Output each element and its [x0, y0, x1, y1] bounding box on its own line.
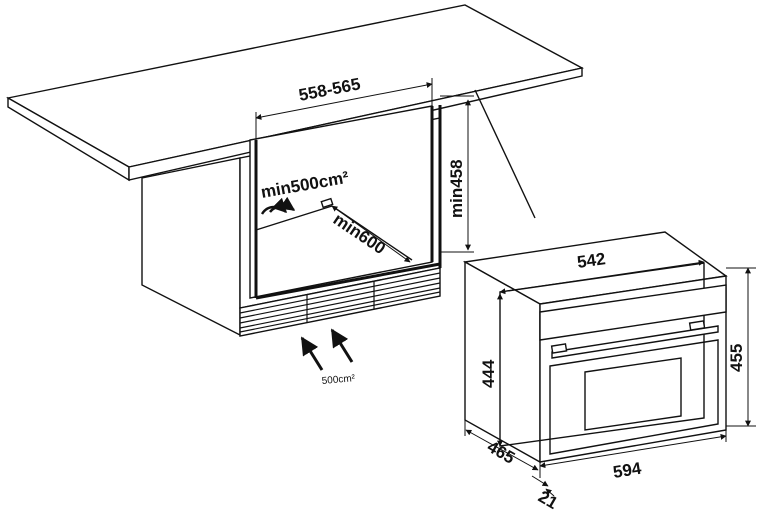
oven-frame-depth-label: 21 [535, 487, 561, 513]
oven-dimension-lines [464, 259, 756, 497]
plinth-vent [239, 267, 441, 337]
plinth-airflow-arrows [300, 328, 354, 371]
oven-height-body-label: 444 [479, 359, 498, 388]
cabinet-height-label: min458 [447, 159, 466, 218]
oven-top-width-label: 542 [576, 249, 607, 272]
oven-front-width-label: 594 [612, 459, 644, 482]
cabinet-dimension-lines [255, 78, 474, 263]
oven-height-total-label: 455 [727, 344, 746, 372]
plinth-vent-area-label: 500cm² [321, 373, 356, 387]
airflow-icon [260, 196, 296, 215]
